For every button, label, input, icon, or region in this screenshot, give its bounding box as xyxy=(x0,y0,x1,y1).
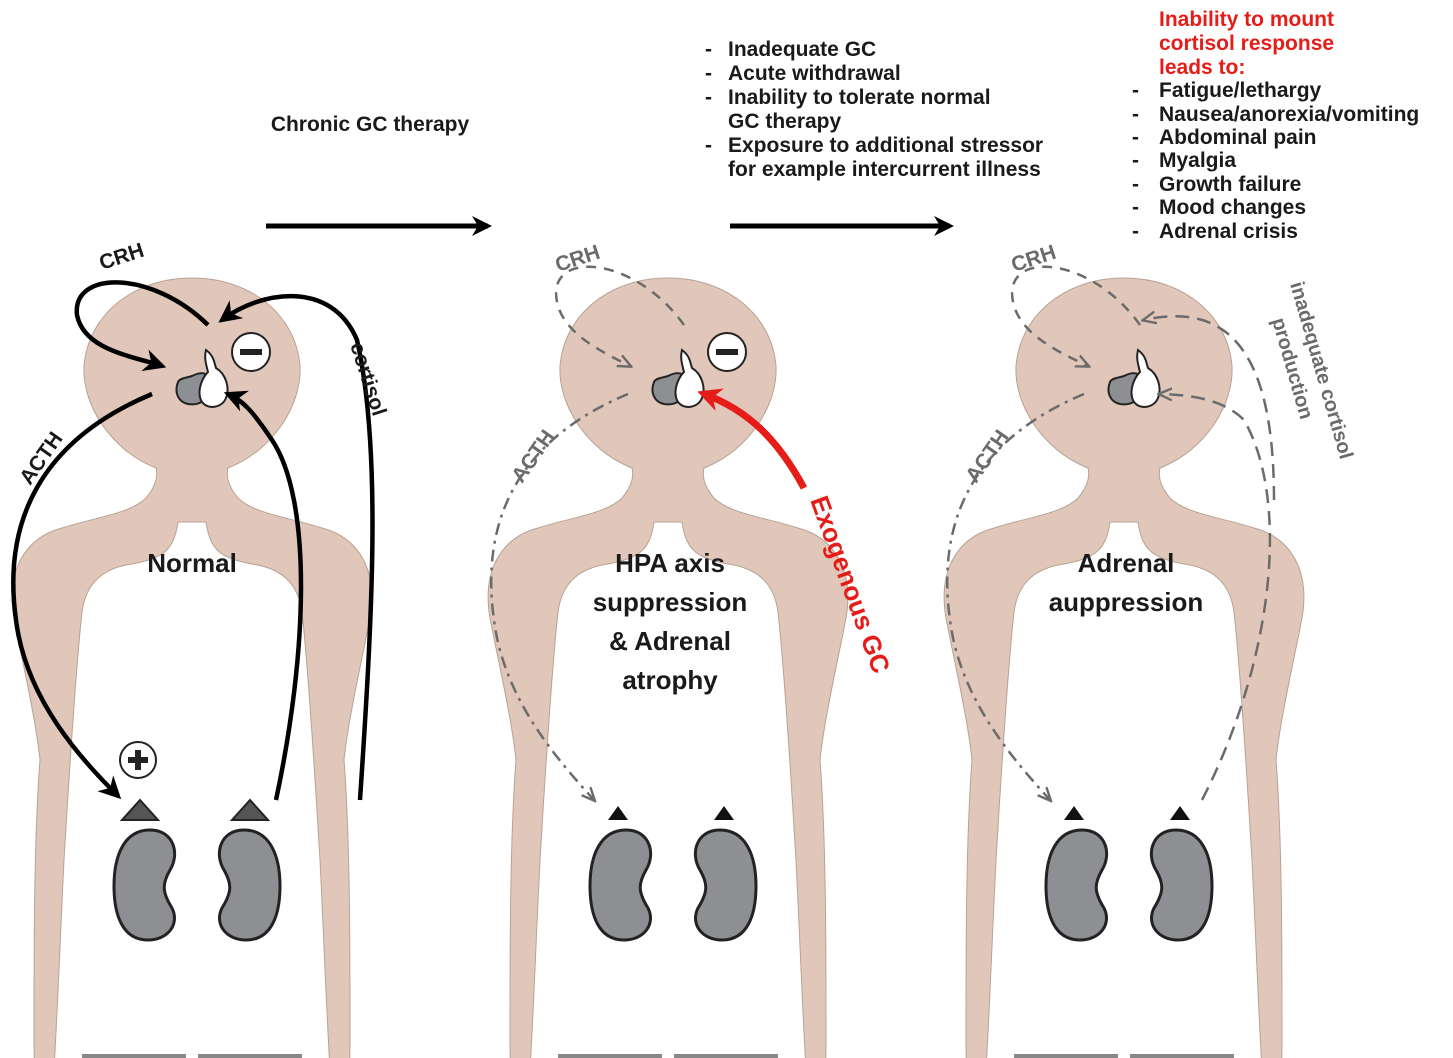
svg-text:-: - xyxy=(705,86,712,109)
crh-label: CRH xyxy=(1008,241,1058,277)
minus-circle-icon xyxy=(708,333,746,371)
consequence-heading: leads to: xyxy=(1159,56,1245,79)
adrenal-gland-icon xyxy=(714,806,734,820)
state-label: Normal xyxy=(147,548,237,578)
consequence-item: Adrenal crisis xyxy=(1159,220,1298,243)
svg-text:-: - xyxy=(1132,126,1139,149)
trigger-item: for example intercurrent illness xyxy=(728,158,1041,181)
kidney-icon xyxy=(114,830,175,940)
svg-text:-: - xyxy=(1132,196,1139,219)
transition-label-chronic-gc: Chronic GC therapy xyxy=(271,113,470,136)
state-label: & Adrenal xyxy=(609,626,731,656)
svg-text:-: - xyxy=(1132,79,1139,102)
consequence-heading: cortisol response xyxy=(1159,32,1334,55)
svg-text:-: - xyxy=(705,134,712,157)
adrenal-gland-icon xyxy=(1064,806,1084,820)
kidney-icon xyxy=(1046,830,1107,940)
svg-text:-: - xyxy=(1132,103,1139,126)
cortisol-label: cortisol xyxy=(345,339,390,418)
svg-text:-: - xyxy=(1132,173,1139,196)
trigger-item: Inability to tolerate normal xyxy=(728,86,991,109)
panel-normal: CRH ACTH cortisol Normal xyxy=(12,239,390,1058)
kidney-icon xyxy=(590,830,651,940)
adrenal-gland-icon xyxy=(608,806,628,820)
state-label: auppression xyxy=(1049,587,1204,617)
consequence-list: Inability to mount cortisol response lea… xyxy=(1132,8,1419,243)
kidney-icon xyxy=(219,830,280,940)
trigger-item: Exposure to additional stressor xyxy=(728,134,1043,157)
state-label: Adrenal xyxy=(1078,548,1175,578)
trigger-list: - Inadequate GC - Acute withdrawal - Ina… xyxy=(705,38,1043,181)
consequence-item: Fatigue/lethargy xyxy=(1159,79,1322,102)
panel-hpa-suppression: CRH ACTH Exogenous GC HPA axis suppressi… xyxy=(488,241,896,1058)
kidney-icon xyxy=(695,830,756,940)
state-label: suppression xyxy=(593,587,748,617)
crh-label: CRH xyxy=(96,239,146,275)
adrenal-gland-icon xyxy=(232,800,268,820)
svg-text:-: - xyxy=(705,38,712,61)
adrenal-gland-icon xyxy=(1170,806,1190,820)
crh-label: CRH xyxy=(552,241,602,277)
consequence-item: Mood changes xyxy=(1159,196,1306,219)
svg-text:-: - xyxy=(1132,220,1139,243)
consequence-item: Nausea/anorexia/vomiting xyxy=(1159,103,1419,126)
panel-adrenal-suppression: CRH ACTH inadequate cortisol production … xyxy=(944,241,1357,1058)
minus-circle-icon xyxy=(232,333,270,371)
acth-label: ACTH xyxy=(961,426,1013,487)
acth-label: ACTH xyxy=(507,426,559,487)
plus-circle-icon xyxy=(120,742,156,778)
state-label: atrophy xyxy=(622,665,718,695)
kidney-icon xyxy=(1151,830,1212,940)
svg-text:-: - xyxy=(705,62,712,85)
consequence-item: Abdominal pain xyxy=(1159,126,1317,149)
adrenal-gland-icon xyxy=(122,800,158,820)
consequence-item: Growth failure xyxy=(1159,173,1301,196)
consequence-item: Myalgia xyxy=(1159,149,1236,172)
trigger-item: Acute withdrawal xyxy=(728,62,901,85)
svg-text:-: - xyxy=(1132,149,1139,172)
state-label: HPA axis xyxy=(615,548,725,578)
trigger-item: GC therapy xyxy=(728,110,842,133)
trigger-item: Inadequate GC xyxy=(728,38,876,61)
consequence-heading: Inability to mount xyxy=(1159,8,1334,31)
